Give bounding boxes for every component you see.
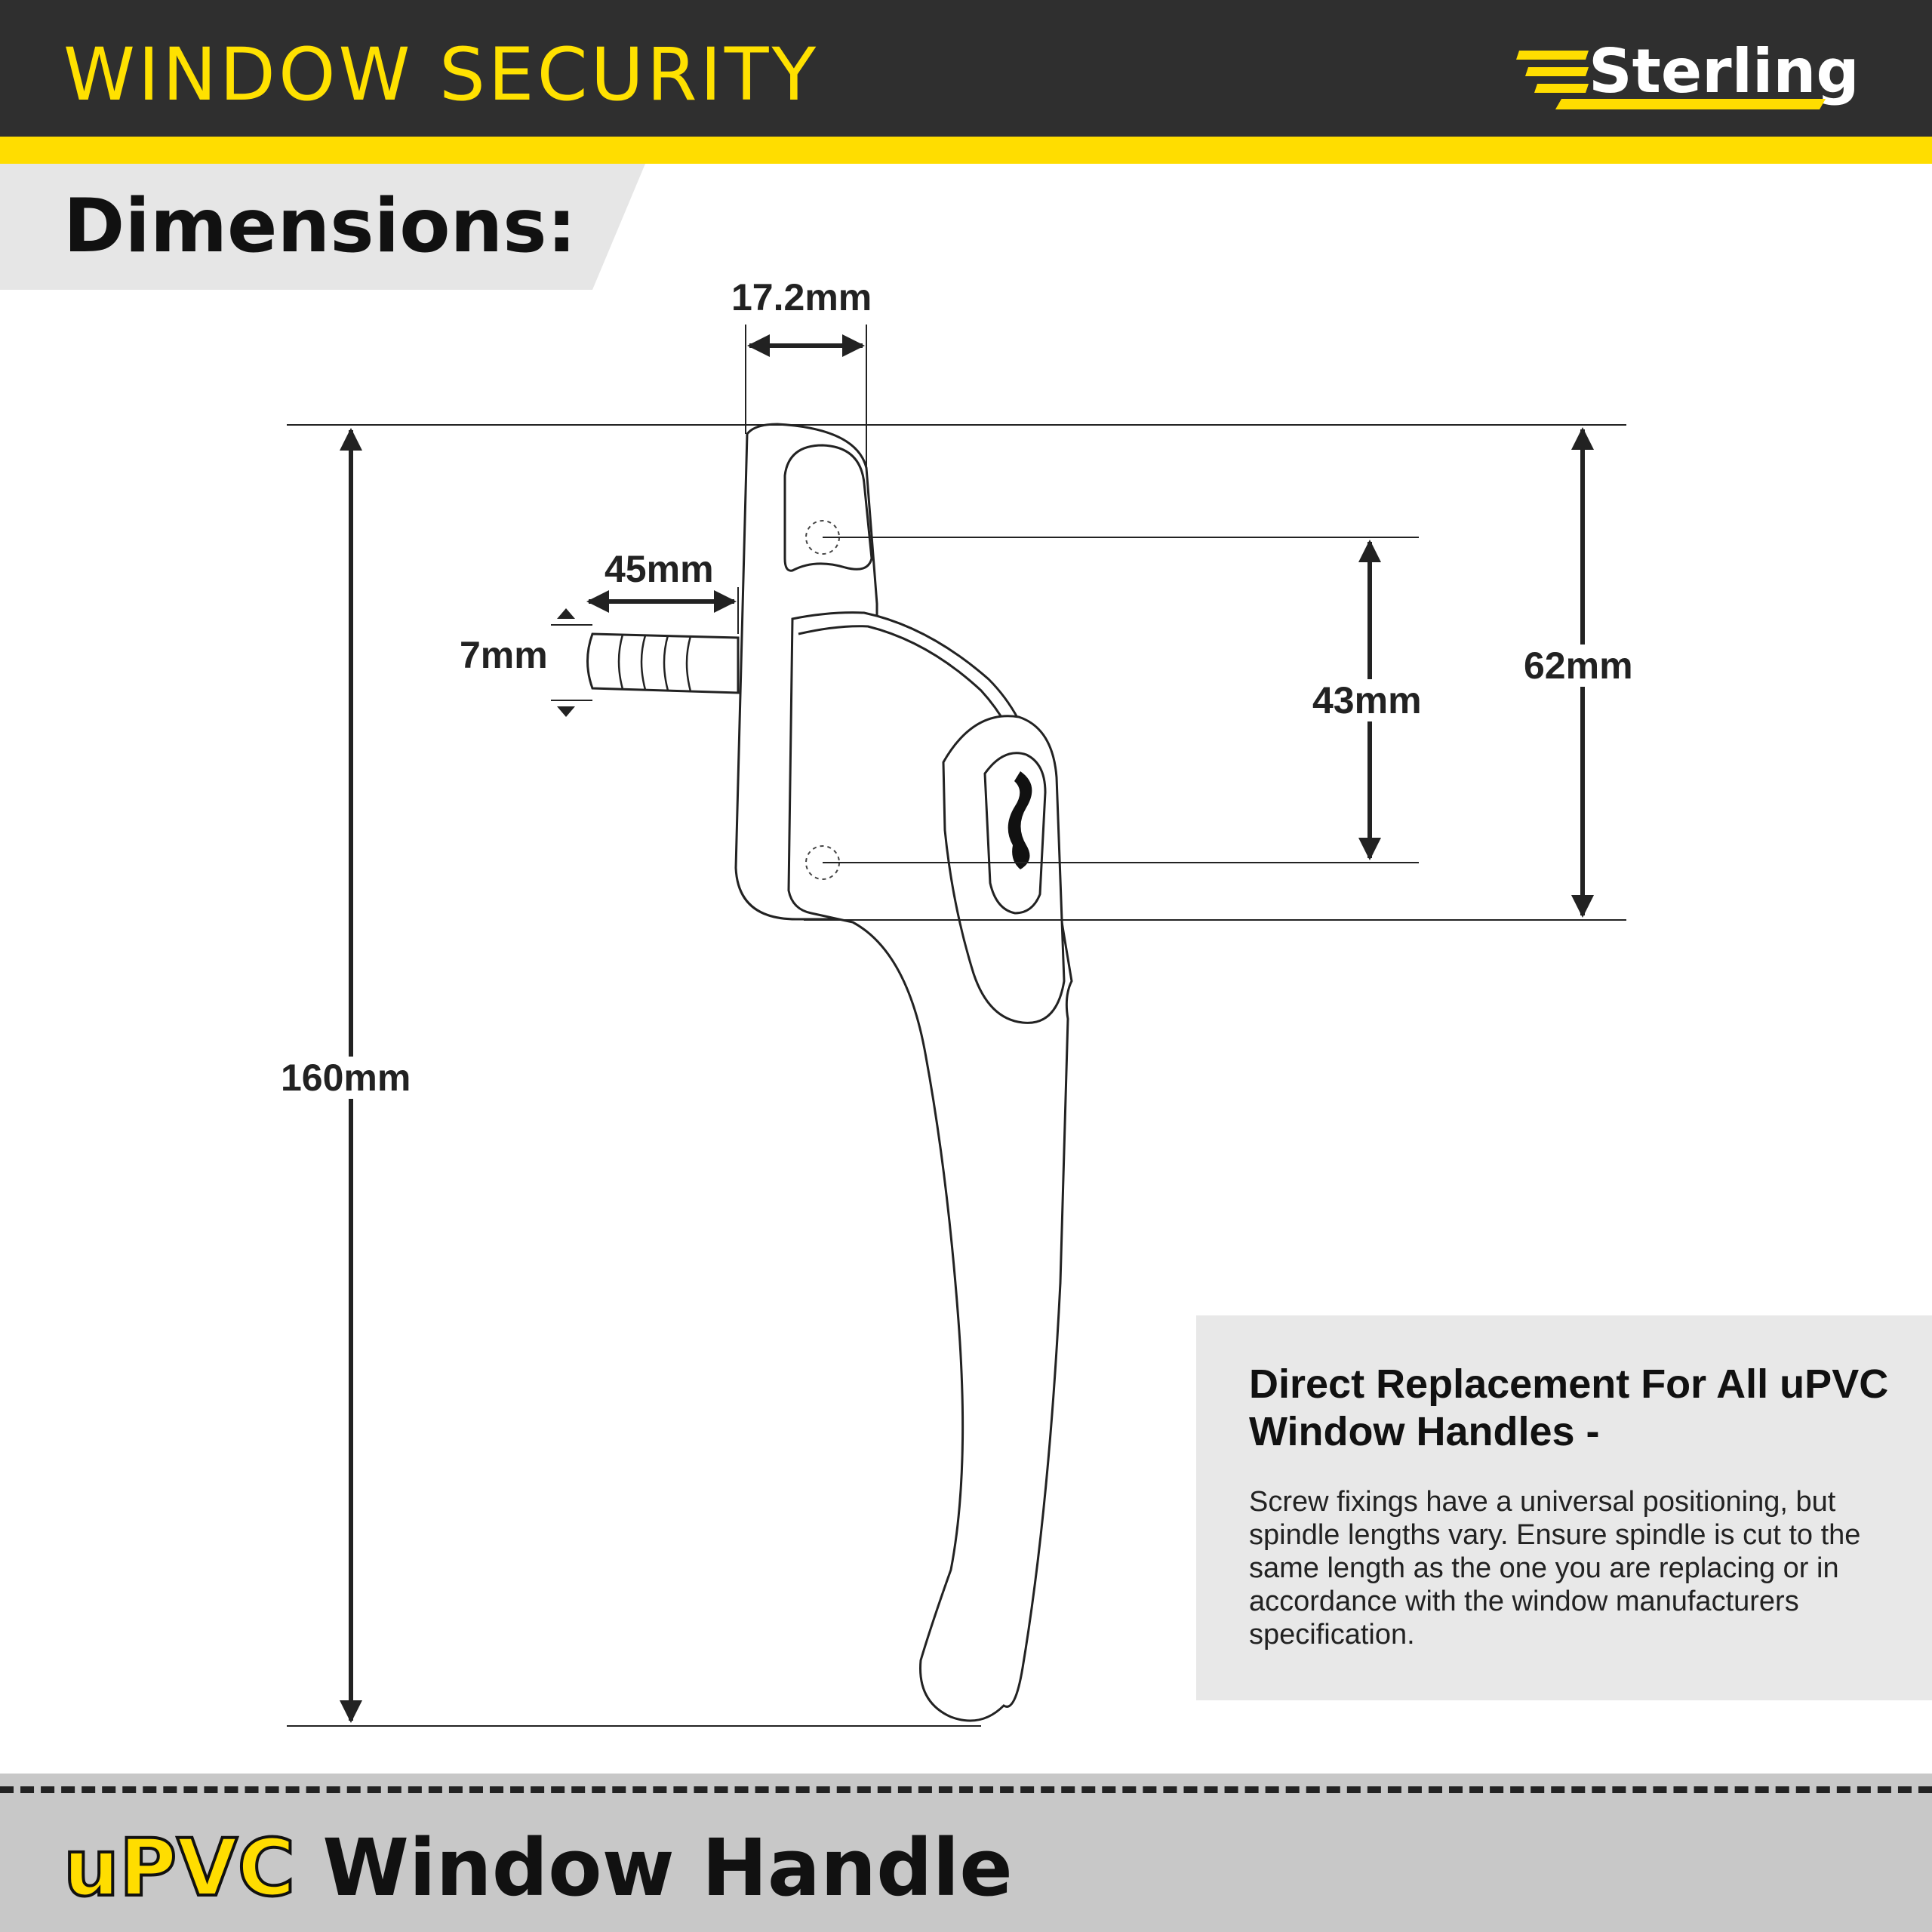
spindle-size-arrows bbox=[557, 608, 575, 717]
speed-lines-icon bbox=[1516, 51, 1589, 93]
product-title: uPVC Window Handle bbox=[62, 1819, 1013, 1917]
section-tab bbox=[0, 164, 645, 290]
dashed-divider bbox=[0, 1786, 1932, 1793]
section-title: Dimensions: bbox=[63, 183, 577, 269]
info-heading: Direct Replacement For All uPVC Window H… bbox=[1249, 1361, 1889, 1454]
accent-band bbox=[0, 137, 1932, 164]
info-box: Direct Replacement For All uPVC Window H… bbox=[1196, 1315, 1932, 1700]
dim-label-overall-height: 160mm bbox=[278, 1057, 414, 1099]
spindle-ridges bbox=[617, 634, 692, 692]
info-body: Screw fixings have a universal positioni… bbox=[1249, 1486, 1861, 1651]
header-title: WINDOW SECURITY bbox=[63, 32, 820, 117]
spindle bbox=[586, 632, 740, 694]
dim-label-width: 17.2mm bbox=[728, 276, 875, 318]
brand-name: Sterling bbox=[1589, 36, 1860, 106]
upper-screw-cover bbox=[783, 444, 873, 572]
dim-label-spindle-size: 7mm bbox=[457, 634, 551, 676]
dim-label-backplate-height: 62mm bbox=[1521, 645, 1636, 687]
extension-lines bbox=[287, 325, 1626, 1727]
product-title-rest: Window Handle bbox=[295, 1822, 1013, 1914]
footer-bar: uPVC Window Handle bbox=[0, 1774, 1932, 1932]
key-slot-icon bbox=[1008, 771, 1032, 869]
dim-label-screw-centres: 43mm bbox=[1309, 679, 1425, 721]
window-handle-drawing bbox=[586, 423, 1073, 1722]
header-bar: WINDOW SECURITY Sterling bbox=[0, 0, 1932, 137]
brand-logo: Sterling bbox=[1513, 34, 1868, 117]
dim-label-spindle-length: 45mm bbox=[601, 548, 717, 590]
product-title-accent: uPVC bbox=[62, 1820, 297, 1915]
